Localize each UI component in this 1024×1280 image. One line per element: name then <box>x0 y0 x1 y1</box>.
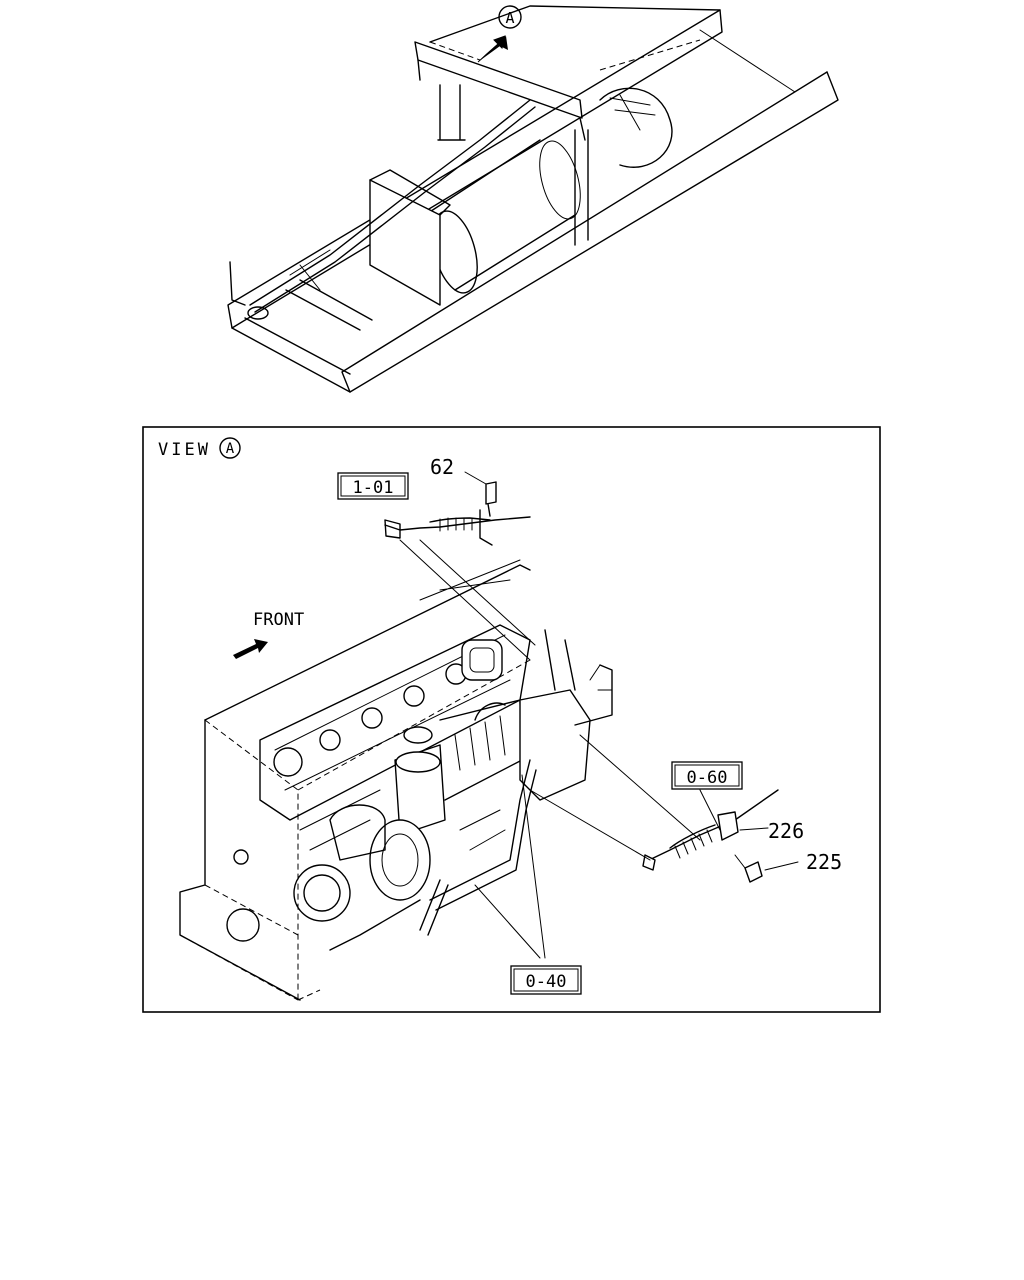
ref-box-0-40: 0-40 <box>510 965 582 995</box>
ref-label-0-60: 0-60 <box>687 768 728 788</box>
view-panel-header: VIEW A <box>158 437 241 460</box>
leader-0-40-a <box>474 884 541 959</box>
upper-cable-assembly <box>384 471 536 661</box>
front-indicator: FRONT <box>233 610 304 659</box>
ref-label-1-01: 1-01 <box>353 478 394 498</box>
engine-illustration <box>179 559 613 1001</box>
view-callout-circle <box>219 437 241 459</box>
ref-label-0-40: 0-40 <box>526 972 567 992</box>
front-arrow-icon <box>233 639 268 659</box>
view-panel-border <box>142 426 881 1013</box>
lower-cable-assembly <box>529 734 799 883</box>
part-number-225: 225 <box>806 850 842 874</box>
part-number-226: 226 <box>768 819 804 843</box>
top-callout-circle <box>498 5 522 29</box>
leader-0-40-b <box>521 774 546 959</box>
chassis-frame-illustration: A <box>227 5 839 393</box>
view-callout-label: A <box>226 441 235 457</box>
part-number-62: 62 <box>430 455 454 479</box>
top-callout-label: A <box>505 9 514 27</box>
front-label: FRONT <box>253 610 304 630</box>
ref-box-0-60: 0-60 <box>671 761 743 790</box>
leader-0-60 <box>699 789 721 831</box>
view-label: VIEW <box>158 440 211 460</box>
ref-box-1-01: 1-01 <box>337 472 409 500</box>
